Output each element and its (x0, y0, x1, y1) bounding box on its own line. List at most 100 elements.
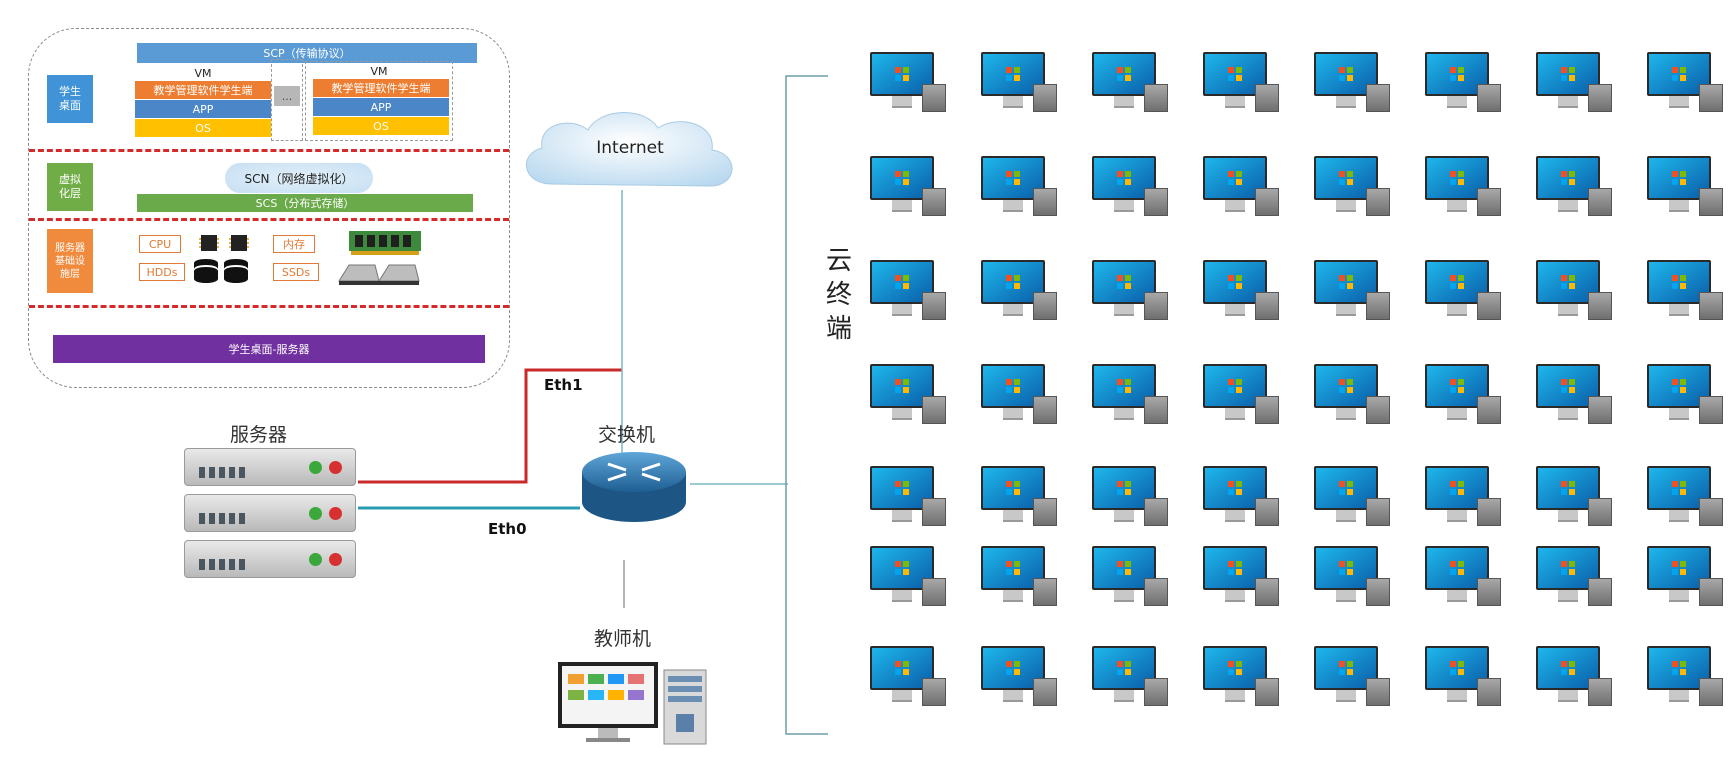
cloud-terminal (1314, 546, 1390, 608)
switch-router-icon (582, 452, 686, 522)
cloud-terminal (1425, 466, 1501, 528)
vm-right-software: 教学管理软件学生端 (313, 79, 449, 97)
cloud-terminal (1536, 646, 1612, 708)
separator-2 (29, 218, 509, 221)
cloud-terminal (1536, 364, 1612, 426)
cloud-terminal (870, 646, 946, 708)
row-label-virtualization: 虚拟 化层 (47, 163, 93, 211)
cloud-terminal (1203, 546, 1279, 608)
cloud-terminal-grid (870, 52, 1723, 742)
server-rack-icon (184, 448, 356, 578)
cloud-terminal (1647, 364, 1723, 426)
hdds-chip-label: HDDs (139, 263, 185, 281)
cloud-terminal (1203, 52, 1279, 114)
cloud-terminal (1314, 52, 1390, 114)
cloud-terminal (1314, 364, 1390, 426)
cloud-terminal (1092, 646, 1168, 708)
cloud-terminal (870, 466, 946, 528)
cloud-terminal (1425, 52, 1501, 114)
server-label: 服务器 (230, 424, 288, 446)
scs-bar: SCS（分布式存储） (137, 194, 473, 212)
server-unit (184, 448, 356, 486)
cloud-terminal (981, 546, 1057, 608)
architecture-panel: SCP（传输协议） 学生 桌面 VM 教学管理软件学生端 APP OS ... … (28, 28, 510, 388)
vm-right-box (305, 61, 453, 141)
scp-bar: SCP（传输协议） (137, 43, 477, 63)
hdd-disks-icon (194, 259, 248, 283)
terminal-bracket (785, 75, 828, 735)
cloud-terminal (1647, 156, 1723, 218)
memory-chip-label: 内存 (273, 235, 315, 253)
cloud-terminal (1536, 466, 1612, 528)
cloud-terminal (981, 156, 1057, 218)
internet-cloud-icon (526, 112, 733, 187)
student-desktop-server-bar: 学生桌面-服务器 (53, 335, 485, 363)
cloud-terminal (1314, 646, 1390, 708)
cloud-terminal (870, 546, 946, 608)
cloud-terminal (1203, 364, 1279, 426)
cloud-terminal (1425, 364, 1501, 426)
server-unit (184, 494, 356, 532)
cloud-terminal (1314, 156, 1390, 218)
cloud-terminal (1425, 646, 1501, 708)
vm-left-title: VM (194, 67, 212, 80)
cloud-terminal (1092, 546, 1168, 608)
cloud-terminal (1536, 260, 1612, 322)
cloud-terminal (870, 364, 946, 426)
cloud-terminal (1092, 364, 1168, 426)
cloud-terminal (1203, 156, 1279, 218)
cloud-terminal (1203, 646, 1279, 708)
ssd-drives-icon (338, 264, 420, 285)
vm-ellipsis-box: ... (271, 59, 303, 141)
cloud-terminal (1647, 260, 1723, 322)
cloud-terminal (1314, 260, 1390, 322)
vm-left-app: APP (135, 100, 271, 118)
teacher-computer-icon (558, 662, 707, 745)
scn-cloud: SCN（网络虚拟化） (225, 163, 373, 193)
server-unit (184, 540, 356, 578)
cloud-terminal (981, 52, 1057, 114)
switch-label: 交换机 (598, 424, 656, 446)
eth0-label: Eth0 (488, 520, 527, 538)
cloud-terminal (1425, 260, 1501, 322)
cloud-terminal (1647, 646, 1723, 708)
row-label-infrastructure: 服务器 基础设 施层 (47, 229, 93, 293)
cloud-terminal (1092, 466, 1168, 528)
cloud-terminal (1536, 546, 1612, 608)
cloud-terminal (1425, 546, 1501, 608)
cloud-terminal (1092, 156, 1168, 218)
cloud-terminal (1647, 52, 1723, 114)
cloud-terminal-label: 云 终 端 (826, 246, 853, 344)
eth1-line (358, 368, 622, 484)
row-label-desktop: 学生 桌面 (47, 75, 93, 123)
cloud-terminal (1647, 466, 1723, 528)
scn-label: SCN（网络虚拟化） (244, 172, 354, 186)
vm-left-os: OS (135, 119, 271, 137)
internet-label: Internet (596, 138, 664, 158)
vm-left-software: 教学管理软件学生端 (135, 81, 271, 99)
eth1-label: Eth1 (544, 376, 583, 394)
cloud-terminal (1425, 156, 1501, 218)
cloud-terminal (1536, 156, 1612, 218)
cloud-terminal (1203, 260, 1279, 322)
vm-ellipsis: ... (274, 86, 300, 106)
separator-1 (29, 149, 509, 152)
vm-right-app: APP (313, 98, 449, 116)
memory-module-icon (349, 231, 421, 255)
cloud-terminal (1314, 466, 1390, 528)
cloud-terminal (1092, 260, 1168, 322)
cpu-chip-label: CPU (139, 235, 181, 253)
vm-right-os: OS (313, 117, 449, 135)
cloud-terminal (981, 466, 1057, 528)
cloud-terminal (981, 260, 1057, 322)
cloud-terminal (870, 156, 946, 218)
cloud-terminal (1203, 466, 1279, 528)
cloud-terminal (1647, 546, 1723, 608)
cloud-terminal (1536, 52, 1612, 114)
cloud-terminal (870, 260, 946, 322)
cloud-terminal (981, 646, 1057, 708)
cloud-terminal (870, 52, 946, 114)
cloud-terminal (981, 364, 1057, 426)
cpu-chips-icon (199, 235, 249, 251)
